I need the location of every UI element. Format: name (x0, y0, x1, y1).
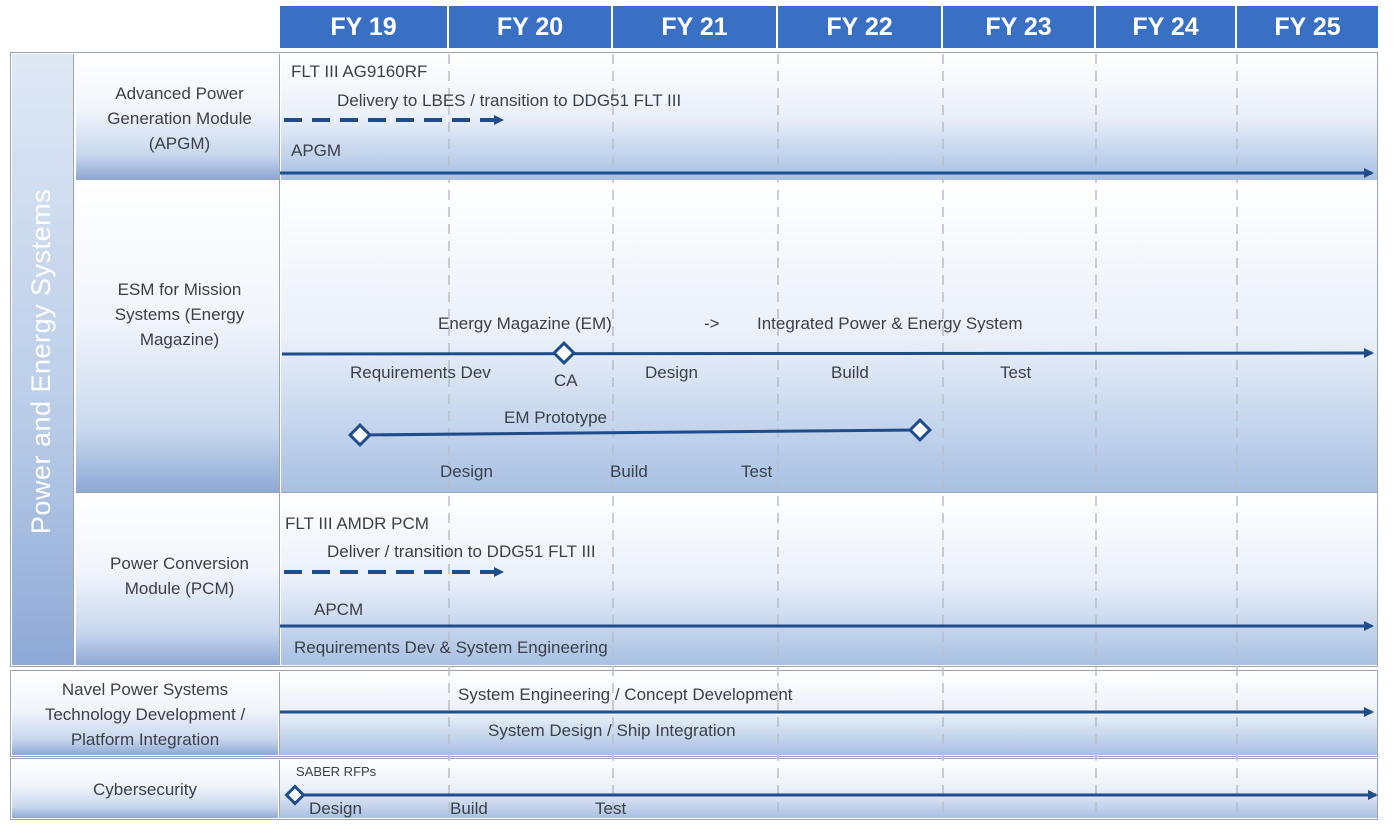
esm-phase-requirements: Requirements Dev (350, 363, 491, 382)
esm-milestone-ca: CA (554, 371, 578, 390)
cyber-test-text: Test (595, 799, 627, 818)
apgm-delivery-text: Delivery to LBES / transition to DDG51 F… (337, 91, 682, 110)
cyber-saber-text: SABER RFPs (296, 764, 377, 779)
em-prototype-title: EM Prototype (504, 408, 607, 427)
esm-ca-milestone-diamond (551, 340, 577, 366)
esm-arrow-glyph: -> (704, 314, 720, 333)
pcm-requirements-text: Requirements Dev & System Engineering (294, 638, 608, 657)
pcm-timeline-band (281, 495, 1377, 665)
esm-phase-test: Test (1000, 363, 1032, 382)
apgm-timeline-band (281, 54, 1377, 180)
esm-label-band (76, 182, 279, 493)
cyber-divider (279, 760, 280, 818)
row-label-cybersecurity: Cybersecurity (93, 779, 197, 799)
esm-phase-build: Build (831, 363, 869, 382)
fy-header-23: FY 23 (943, 6, 1096, 48)
cyber-timeline-band (280, 760, 1377, 818)
esm-main-arrow (281, 348, 1374, 359)
em-prototype-end-diamond (907, 417, 933, 443)
pcm-flt-title: FLT III AMDR PCM (285, 514, 429, 533)
esm-timeline-band (281, 182, 1377, 493)
apgm-flt-title: FLT III AG9160RF (291, 62, 428, 81)
fy-header-24: FY 24 (1096, 6, 1237, 48)
fy-header-19: FY 19 (280, 6, 449, 48)
label-column-divider (279, 54, 280, 665)
apgm-bar-label: APGM (291, 141, 342, 160)
cyber-label-band (12, 760, 278, 818)
cyber-build-text: Build (450, 799, 488, 818)
pcm-label-band (76, 495, 279, 665)
em-prototype-design: Design (440, 462, 493, 481)
row-label-apgm: Advanced Power Generation Module (APGM) (107, 83, 252, 153)
esm-ipes-title: Integrated Power & Energy System (757, 314, 1023, 333)
esm-em-title: Energy Magazine (EM) (438, 314, 612, 333)
fy-header-25: FY 25 (1237, 6, 1378, 48)
fy-header-20: FY 20 (449, 6, 613, 48)
em-prototype-line (359, 428, 921, 437)
cyber-start-diamond (284, 784, 306, 806)
navel-top-text: System Engineering / Concept Development (458, 685, 793, 704)
row-label-esm: ESM for Mission Systems (Energy Magazine… (114, 279, 245, 349)
em-prototype-build: Build (610, 462, 648, 481)
side-band (12, 54, 74, 665)
row-label-navel: Navel Power Systems Technology Developme… (44, 679, 246, 749)
navel-label-band (12, 672, 278, 755)
esm-phase-design: Design (645, 363, 698, 382)
navel-bottom-text: System Design / Ship Integration (488, 721, 736, 740)
navel-divider (279, 672, 280, 755)
em-prototype-test: Test (741, 462, 773, 481)
cyber-design-text: Design (309, 799, 362, 818)
fy-header-21: FY 21 (613, 6, 778, 48)
apgm-label-band (76, 54, 279, 180)
row-label-pcm: Power Conversion Module (PCM) (110, 554, 249, 598)
pcm-bar-label: APCM (314, 600, 364, 619)
fy-gridlines (448, 54, 1238, 818)
pcm-deliver-text: Deliver / transition to DDG51 FLT III (327, 542, 596, 561)
em-prototype-start-diamond (347, 422, 373, 448)
fy-header-22: FY 22 (778, 6, 943, 48)
